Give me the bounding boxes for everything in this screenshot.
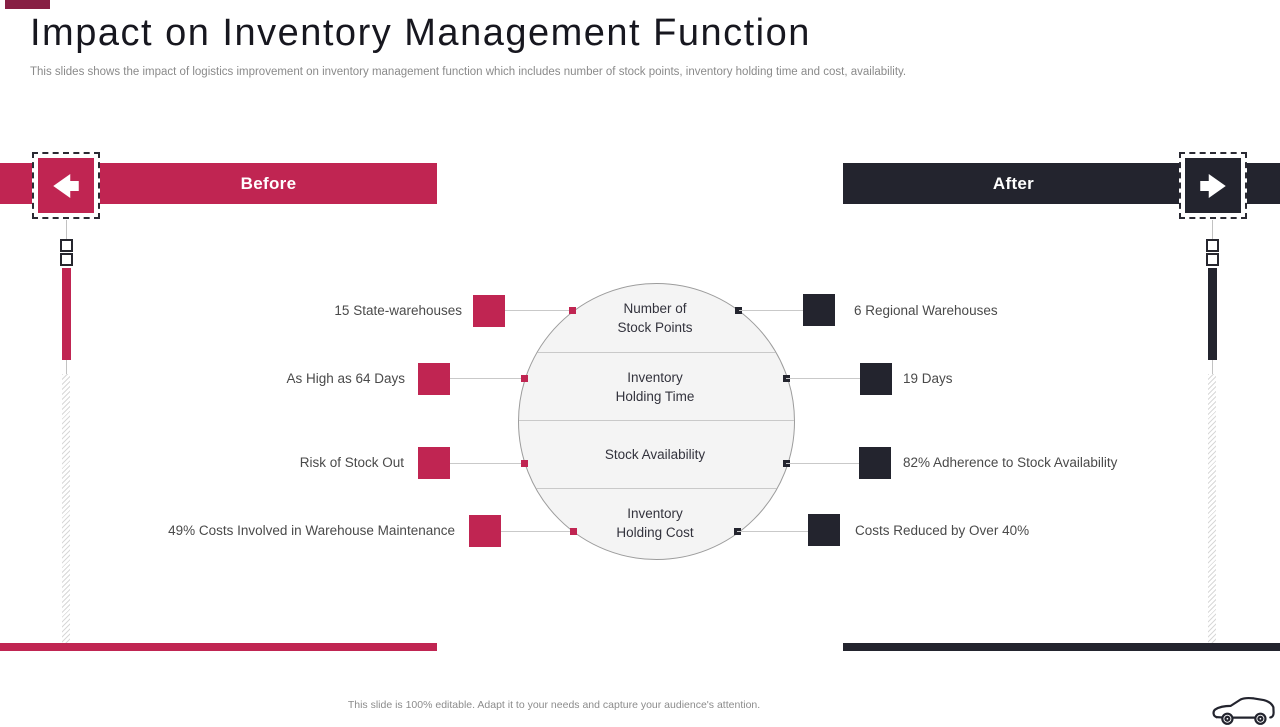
after-handle-square-2: [1206, 253, 1219, 266]
before-arrow-tile: [38, 158, 94, 213]
after-row-chip: [808, 514, 840, 546]
before-handle-square-1: [60, 239, 73, 252]
after-item-text: 82% Adherence to Stock Availability: [903, 455, 1118, 470]
arrow-left-icon: [53, 173, 79, 198]
circle-divider: [519, 352, 794, 353]
after-edge-marker: [735, 307, 742, 314]
after-drop-line-top: [1212, 220, 1213, 239]
before-row-chip: [469, 515, 501, 547]
before-row-chip: [473, 295, 505, 327]
before-arrow-button[interactable]: [32, 152, 100, 219]
circle-divider: [519, 420, 794, 421]
after-connector-line: [737, 531, 808, 532]
category-line: Stock Points: [617, 319, 693, 335]
after-item-text: 19 Days: [903, 371, 953, 386]
category-line: Inventory: [627, 506, 683, 521]
after-bottom-bar: [843, 643, 1280, 651]
after-connector-line: [786, 463, 859, 464]
before-edge-marker: [521, 375, 528, 382]
after-arrow-button[interactable]: [1179, 152, 1247, 219]
after-row-chip: [859, 447, 891, 479]
before-edge-marker: [570, 528, 577, 535]
after-row-chip: [860, 363, 892, 395]
after-item-text: Costs Reduced by Over 40%: [855, 523, 1030, 538]
after-hatched-line: [1208, 374, 1216, 644]
category-line: Stock Availability: [604, 447, 706, 462]
category-label-stock-points: Number of Stock Points: [530, 300, 780, 337]
after-connector-line: [786, 378, 860, 379]
car-icon: [1212, 697, 1275, 725]
category-line: Number of: [623, 301, 687, 316]
before-connector-line: [450, 378, 525, 379]
circle-divider: [519, 488, 794, 489]
before-drop-line-top: [66, 220, 67, 239]
comparison-circle: [518, 283, 795, 560]
before-row-chip: [418, 363, 450, 395]
before-edge-marker: [521, 460, 528, 467]
after-item-text: 6 Regional Warehouses: [854, 303, 998, 318]
before-connector-line: [501, 531, 574, 532]
category-label-holding-cost: Inventory Holding Cost: [530, 505, 780, 542]
before-connector-line: [505, 310, 572, 311]
before-item-text: Risk of Stock Out: [299, 455, 404, 470]
after-drop-line-mid: [1212, 360, 1213, 374]
after-arrow-tile: [1185, 158, 1241, 213]
footer-note: This slide is 100% editable. Adapt it to…: [347, 699, 761, 711]
slide-accent-bar: [5, 0, 50, 9]
page-subtitle: This slides shows the impact of logistic…: [30, 66, 907, 78]
before-bottom-bar: [0, 643, 437, 651]
category-line: Inventory: [627, 370, 683, 385]
category-label-holding-time: Inventory Holding Time: [530, 369, 780, 406]
after-row-chip: [803, 294, 835, 326]
page-title: Impact on Inventory Management Function: [30, 12, 811, 54]
before-item-text: 15 State-warehouses: [334, 303, 462, 318]
category-line: Holding Time: [615, 388, 695, 404]
before-hatched-line: [62, 374, 70, 644]
after-vertical-bar: [1208, 268, 1217, 360]
before-item-text: As High as 64 Days: [286, 371, 405, 386]
before-vertical-bar: [62, 268, 71, 360]
arrow-right-icon: [1200, 173, 1226, 198]
before-connector-line: [450, 463, 525, 464]
after-banner-label: After: [992, 174, 1035, 193]
before-item-text: 49% Costs Involved in Warehouse Maintena…: [168, 523, 455, 538]
before-handle-square-2: [60, 253, 73, 266]
category-line: Holding Cost: [616, 524, 694, 540]
after-handle-square-1: [1206, 239, 1219, 252]
before-banner-label: Before: [240, 174, 297, 193]
before-edge-marker: [569, 307, 576, 314]
after-connector-line: [739, 310, 803, 311]
before-drop-line-mid: [66, 360, 67, 374]
category-label-stock-availability: Stock Availability: [530, 446, 780, 465]
before-row-chip: [418, 447, 450, 479]
